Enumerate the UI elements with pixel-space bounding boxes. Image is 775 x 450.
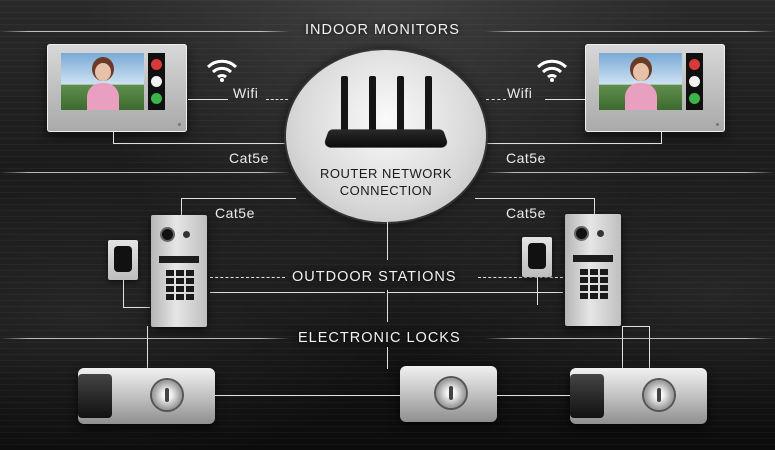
wifi-label-right: Wifi: [507, 85, 533, 101]
lock-link-left: [215, 395, 400, 396]
wifi-icon: [536, 59, 568, 82]
electronic-lock-center: [400, 366, 497, 422]
station-link-right: [388, 292, 563, 293]
nameplate: [159, 256, 199, 263]
cat5e-label-right-monitor: Cat5e: [506, 150, 546, 166]
router-trunk-line: [387, 222, 388, 260]
lock-bracket: [78, 374, 112, 418]
cat5e-label-left-station: Cat5e: [215, 205, 255, 221]
lock-bracket: [570, 374, 604, 418]
indoor-monitor-left: [47, 44, 187, 132]
wifi-link-left-dashed: [266, 99, 288, 100]
station-right-lock-wire-v2: [649, 326, 650, 368]
card-reader-icon: [522, 237, 552, 277]
cat5e-link-left-monitor-h: [113, 143, 291, 144]
cat5e-link-left-station-v: [181, 198, 182, 216]
station-link-right-dashed: [478, 277, 563, 278]
outdoor-stations-divider-left: [0, 172, 290, 173]
indoor-monitors-divider-right: [485, 31, 775, 32]
lock-cylinder-icon: [644, 380, 674, 410]
hangup-icon: [689, 59, 700, 70]
router-network-connection: ROUTER NETWORK CONNECTION: [286, 50, 486, 222]
cat5e-link-right-monitor-v: [661, 132, 662, 143]
router-label-line2: CONNECTION: [339, 183, 433, 198]
hangup-icon: [151, 59, 162, 70]
router-antenna: [369, 76, 376, 134]
indoor-monitors-title: INDOOR MONITORS: [305, 22, 460, 38]
cat5e-link-right-station-v: [594, 198, 595, 216]
station-right-lock-wire: [622, 326, 623, 368]
station-right-lock-wire-h: [622, 326, 650, 327]
camera-icon: [576, 228, 587, 239]
indoor-monitors-divider: [0, 31, 290, 32]
indoor-monitor-right: [585, 44, 725, 132]
unlock-icon: [689, 76, 700, 87]
cat5e-label-left-monitor: Cat5e: [229, 150, 269, 166]
electronic-locks-divider-right: [485, 338, 775, 339]
router-trunk-line-lower: [387, 290, 388, 322]
router-trunk-line-locks: [387, 347, 388, 369]
electronic-locks-title: ELECTRONIC LOCKS: [298, 330, 461, 346]
cat5e-link-left-monitor-v: [113, 132, 114, 143]
outdoor-station-left: [151, 215, 207, 327]
keypad: [580, 269, 608, 299]
electronic-lock-right: [570, 368, 707, 424]
keypad: [166, 270, 194, 300]
cat5e-label-right-station: Cat5e: [506, 205, 546, 221]
card-reader-icon: [108, 240, 138, 280]
electronic-lock-left: [78, 368, 215, 424]
cat5e-link-left-station-h: [181, 198, 296, 199]
camera-icon: [162, 229, 173, 240]
station-link-left-dashed: [210, 277, 285, 278]
lock-cylinder-icon: [152, 380, 182, 410]
wifi-icon: [206, 59, 238, 82]
monitor-screen: [61, 53, 144, 110]
cat5e-link-right-monitor-h: [484, 143, 662, 144]
lock-link-right: [497, 395, 570, 396]
router-antenna: [341, 76, 348, 134]
outdoor-stations-title: OUTDOOR STATIONS: [292, 269, 457, 285]
outdoor-stations-divider-right: [485, 172, 775, 173]
lock-cylinder-icon: [436, 378, 466, 408]
wifi-label-left: Wifi: [233, 85, 259, 101]
router-antenna: [425, 76, 432, 134]
station-link-left: [210, 292, 385, 293]
electronic-locks-divider-left: [0, 338, 290, 339]
monitor-button-panel: [148, 53, 165, 110]
router-antenna: [397, 76, 404, 134]
wifi-link-left: [188, 99, 228, 100]
router-label-line1: ROUTER NETWORK: [320, 166, 452, 181]
monitor-screen: [599, 53, 682, 110]
answer-icon: [151, 93, 162, 104]
nameplate: [573, 255, 613, 262]
wifi-link-right-dashed: [486, 99, 506, 100]
router-icon: [322, 129, 450, 148]
cat5e-link-right-station-h: [475, 198, 595, 199]
outdoor-station-right: [565, 214, 621, 326]
station-left-lock-wire: [147, 326, 148, 368]
unlock-icon: [151, 76, 162, 87]
monitor-button-panel: [686, 53, 703, 110]
reader-right-wire-v: [537, 277, 538, 305]
reader-left-wire-v: [123, 280, 124, 308]
answer-icon: [689, 93, 700, 104]
wifi-link-right: [545, 99, 585, 100]
reader-left-wire-h: [123, 307, 150, 308]
